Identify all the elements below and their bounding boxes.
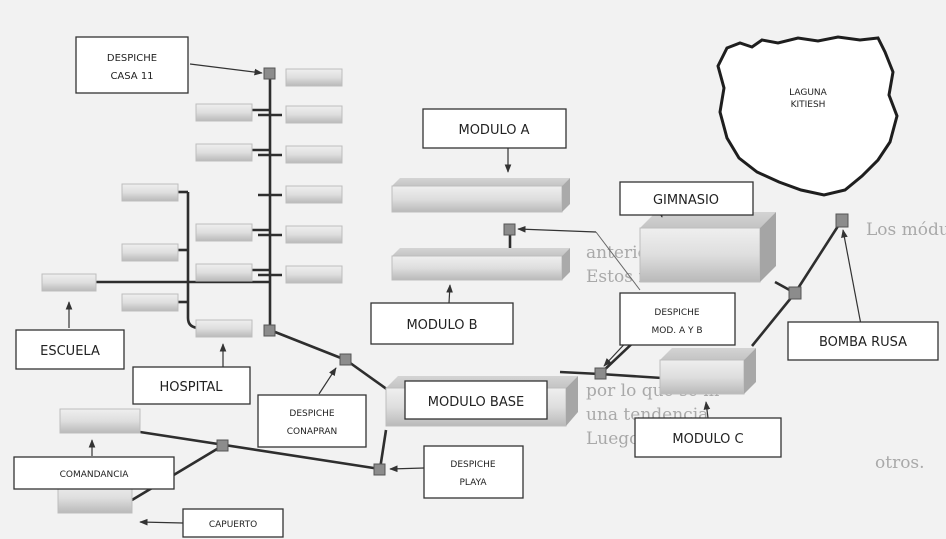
comandancia-text: COMANDANCIA	[60, 470, 130, 480]
bomba-node	[835, 213, 849, 228]
junction-node	[263, 67, 276, 80]
label-modulo-c: MODULO C	[634, 417, 782, 458]
building	[195, 263, 253, 282]
pipe-to-conapran	[269, 328, 347, 362]
label-despiche-playa: DESPICHE PLAYA	[423, 445, 524, 499]
building	[285, 105, 343, 124]
pipe-capuerto	[131, 444, 223, 502]
hospital-building	[195, 319, 253, 338]
arrow-modulo-c	[703, 401, 711, 419]
arrow-bomba	[841, 229, 863, 331]
label-despiche-casa11: DESPICHE CASA 11	[75, 36, 189, 94]
modulo-a-building	[391, 178, 570, 213]
building	[285, 225, 343, 244]
hospital-branch-pipe	[186, 192, 228, 330]
despiche-playa-line2: PLAYA	[459, 478, 487, 488]
despiche-mod-ab-line1: DESPICHE	[654, 308, 699, 318]
pipe-junction-c	[599, 372, 663, 380]
building	[121, 183, 179, 202]
building	[195, 223, 253, 242]
modulo-base-text: MODULO BASE	[428, 395, 524, 410]
capuerto-text: CAPUERTO	[209, 520, 257, 530]
building	[121, 243, 179, 262]
despiche-mod-ab-line2: MOD. A Y B	[651, 326, 702, 336]
label-capuerto: CAPUERTO	[182, 508, 284, 538]
arrow-casa11	[189, 63, 263, 76]
laguna-label-line1: LAGUNA	[789, 88, 828, 98]
pipe-base-junction	[559, 370, 601, 376]
arrow-modulo-b	[446, 284, 453, 304]
laguna-shape	[716, 35, 899, 197]
label-gimnasio: GIMNASIO	[619, 181, 754, 216]
arrow-capuerto	[139, 518, 184, 526]
label-comandancia: COMANDANCIA	[13, 456, 175, 490]
escuela-building	[41, 273, 97, 292]
junction-nodes	[216, 67, 849, 476]
label-despiche-conapran: DESPICHE CONAPRAN	[257, 394, 367, 448]
hospital-text: HOSPITAL	[159, 380, 223, 395]
label-despiche-mod-ab: DESPICHE MOD. A Y B	[619, 292, 736, 346]
comandancia-building	[59, 408, 141, 434]
building	[121, 293, 179, 312]
junction-node	[503, 223, 516, 236]
junction-node	[788, 286, 802, 300]
despiche-playa-line1: DESPICHE	[450, 460, 495, 470]
despiche-conapran-line2: CONAPRAN	[287, 427, 337, 437]
bg-line-2: anterior	[586, 243, 657, 263]
modulo-c-building	[659, 348, 756, 395]
pipe-c-bomba	[750, 292, 797, 347]
bg-line-7: otros.	[875, 453, 925, 473]
building	[195, 143, 253, 162]
building	[285, 68, 343, 87]
building	[285, 145, 343, 164]
junction-node	[594, 367, 607, 380]
modulo-b-building	[391, 248, 570, 281]
pipe-comandancia-playa	[139, 430, 381, 471]
gimnasio-text: GIMNASIO	[653, 193, 719, 208]
escuela-text: ESCUELA	[40, 344, 100, 359]
pipe-bomba-laguna	[793, 222, 842, 294]
label-hospital: HOSPITAL	[132, 366, 251, 405]
gimnasio-building	[639, 212, 776, 283]
label-escuela: ESCUELA	[15, 329, 125, 370]
modulo-a-text: MODULO A	[458, 123, 529, 138]
pipe-playa-up	[378, 429, 388, 470]
junction-node	[373, 463, 386, 476]
junction-node	[339, 353, 352, 366]
building	[285, 185, 343, 204]
bg-line-1: Los módulos	[866, 220, 946, 240]
despiche-casa11-line1: DESPICHE	[107, 53, 157, 64]
arrow-conapran	[318, 367, 337, 395]
modulo-c-text: MODULO C	[672, 432, 743, 447]
laguna-label-line2: KITIESH	[791, 100, 826, 110]
label-modulo-b: MODULO B	[370, 302, 514, 345]
label-bomba-rusa: BOMBA RUSA	[787, 321, 939, 361]
despiche-conapran-line1: DESPICHE	[289, 409, 334, 419]
despiche-casa11-line2: CASA 11	[110, 71, 153, 82]
junction-node	[263, 324, 276, 337]
building	[195, 103, 253, 122]
label-modulo-a: MODULO A	[422, 108, 567, 149]
modulo-b-text: MODULO B	[406, 318, 477, 333]
arrow-mod-ab-line	[595, 231, 641, 291]
building	[285, 265, 343, 284]
label-modulo-base: MODULO BASE	[404, 380, 548, 420]
arrow-playa	[389, 465, 425, 473]
junction-node	[216, 439, 229, 452]
arrow-mod-ab	[517, 225, 597, 233]
bomba-rusa-text: BOMBA RUSA	[819, 335, 907, 350]
